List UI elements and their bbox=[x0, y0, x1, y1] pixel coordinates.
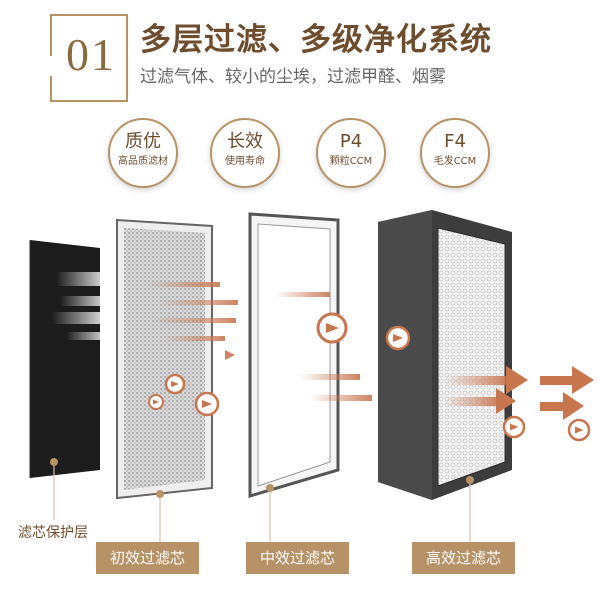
feature-sub-text: 高品质滤材 bbox=[118, 156, 168, 167]
circle-arrow-icon bbox=[385, 325, 411, 351]
primary-filter-panel bbox=[116, 218, 213, 500]
feature-main-text: 质优 bbox=[125, 131, 161, 152]
filter-layers-svg bbox=[29, 210, 594, 544]
protective-layer-label: 滤芯保护层 bbox=[18, 525, 88, 541]
label-anchor-dots bbox=[50, 458, 474, 498]
hepa-filter-box bbox=[378, 210, 512, 500]
feature-main-text: 长效 bbox=[227, 131, 263, 152]
section-subtitle: 过滤气体、较小的尘埃，过滤甲醛、烟雾 bbox=[140, 67, 446, 87]
filter-layers-illustration bbox=[0, 200, 600, 609]
hepa-filter-label: 高效过滤芯 bbox=[412, 542, 516, 574]
circle-arrow-icon bbox=[502, 415, 526, 439]
airflow-arrows bbox=[444, 366, 594, 420]
airflow-streaks bbox=[150, 282, 372, 401]
feature-sub-text: 毛发CCM bbox=[433, 156, 477, 167]
circle-arrow-icon bbox=[148, 394, 164, 410]
circle-arrow-icon bbox=[194, 391, 220, 417]
feature-p4-badge: P4 颗粒CCM bbox=[316, 118, 386, 188]
label-leader-lines bbox=[53, 464, 471, 544]
circle-arrow-icon bbox=[316, 312, 348, 344]
medium-filter-panel bbox=[248, 212, 340, 499]
feature-sub-text: 使用寿命 bbox=[225, 156, 265, 167]
feature-lifespan-badge: 长效 使用寿命 bbox=[210, 118, 280, 188]
primary-filter-label: 初效过滤芯 bbox=[96, 542, 200, 574]
protective-layer-panel bbox=[29, 240, 110, 478]
section-title: 多层过滤、多级净化系统 bbox=[140, 22, 492, 58]
feature-main-text: F4 bbox=[444, 131, 466, 152]
feature-main-text: P4 bbox=[339, 131, 363, 152]
section-number: 01 bbox=[66, 29, 116, 80]
circle-arrow-icons bbox=[148, 312, 591, 442]
circle-arrow-icon bbox=[567, 418, 591, 442]
medium-filter-label: 中效过滤芯 bbox=[246, 542, 350, 574]
feature-sub-text: 颗粒CCM bbox=[329, 156, 373, 167]
circle-arrow-icon bbox=[164, 373, 186, 395]
section-number-frame bbox=[50, 14, 128, 102]
feature-quality-badge: 质优 高品质滤材 bbox=[108, 118, 178, 188]
feature-f4-badge: F4 毛发CCM bbox=[420, 118, 490, 188]
